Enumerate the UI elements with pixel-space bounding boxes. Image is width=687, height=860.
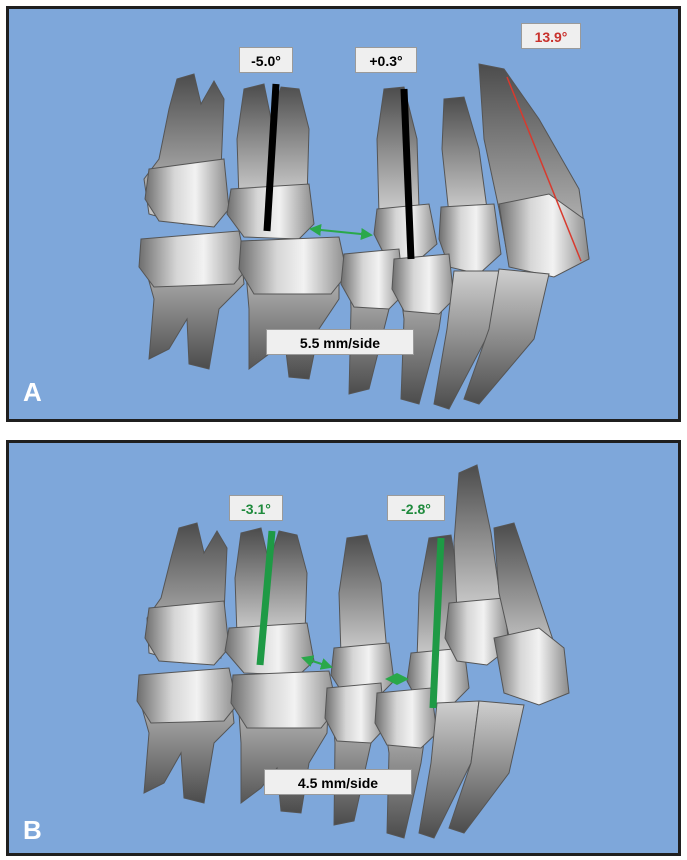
panel-letter: B [23, 815, 42, 845]
angle-label-1: -5.0° [239, 47, 293, 73]
lower-canine-crown [391, 253, 455, 315]
space-label: 5.5 mm/side [266, 329, 414, 355]
lower-molar-crown [136, 667, 238, 724]
upper-central-crown [498, 193, 590, 278]
upper-premolar-1 [234, 527, 308, 636]
lower-molar-2-crown [238, 236, 348, 295]
lower-incisor-2 [448, 700, 525, 834]
lower-molar-crown [138, 230, 248, 288]
angle-label-2: +0.3° [355, 47, 417, 73]
lower-premolar-crown [324, 682, 386, 744]
angle-label-3: 13.9° [521, 23, 581, 49]
upper-lateral [441, 96, 488, 215]
axis-line-2 [400, 88, 415, 260]
upper-premolar-1-crown [224, 622, 315, 676]
axis-line-1 [256, 530, 276, 666]
panel-a: -5.0° +0.3° 13.9° 5.5 mm/side A [6, 6, 681, 422]
upper-molar-1-crown [144, 158, 230, 228]
axis-line-2 [429, 537, 445, 709]
space-arrow [309, 224, 373, 240]
upper-molar-1-crown [144, 600, 230, 666]
space-arrow-1 [301, 655, 333, 670]
teeth-diagram-a [138, 63, 590, 410]
panel-b: -3.1° -2.8° 4.5 mm/side B [6, 440, 681, 856]
lower-molar-2-crown [230, 670, 338, 729]
lower-incisor-2 [463, 268, 550, 405]
axis-line-1 [263, 83, 280, 232]
upper-premolar-2 [338, 534, 388, 656]
panel-letter: A [23, 377, 42, 407]
space-label: 4.5 mm/side [264, 769, 412, 795]
axis-line-3 [506, 76, 582, 262]
lower-premolar-crown [340, 248, 405, 310]
angle-label-2: -2.8° [387, 495, 445, 521]
angle-label-1: -3.1° [229, 495, 283, 521]
upper-canine [376, 86, 420, 215]
upper-lateral-crown [493, 627, 570, 706]
upper-central [453, 464, 502, 614]
teeth-diagram-b [136, 464, 570, 839]
lower-canine-crown [374, 687, 438, 749]
